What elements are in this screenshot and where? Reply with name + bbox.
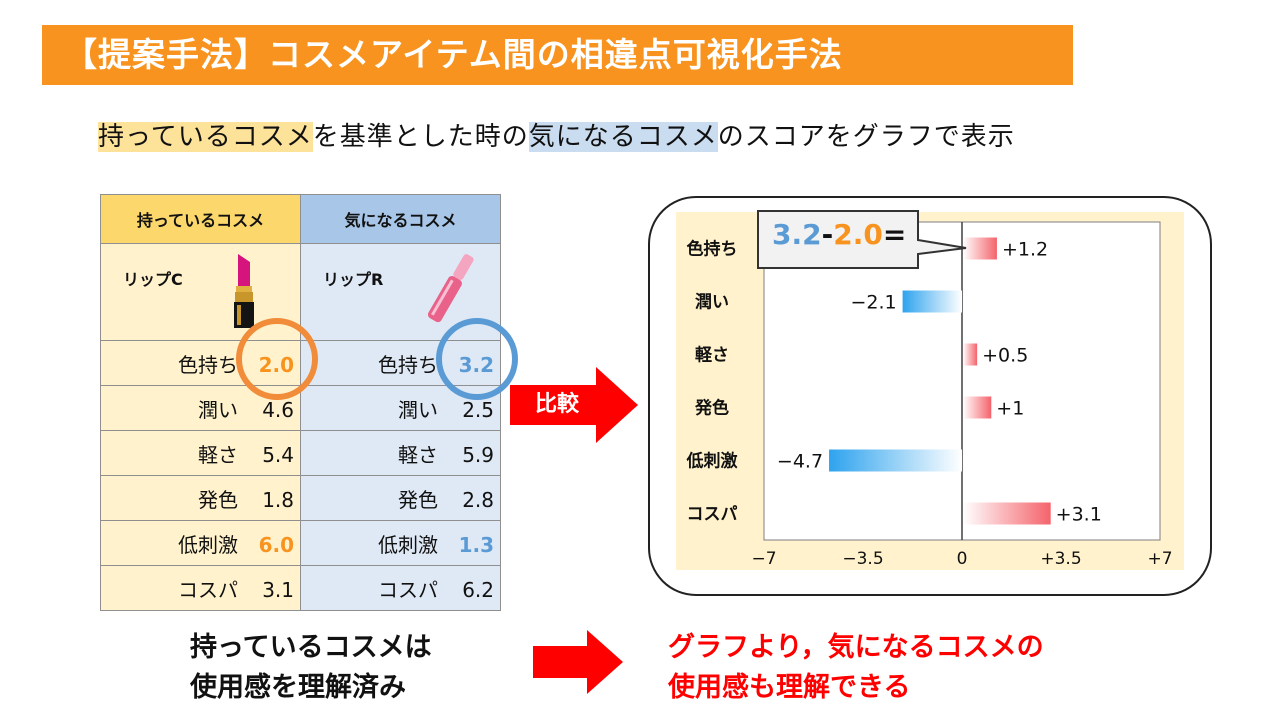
chart-bar <box>963 343 978 366</box>
comparison-table: 持っているコスメ 気になるコスメ リップC リップR <box>100 194 501 611</box>
owned-product-cell: リップC <box>100 243 301 341</box>
chart-category-label: 低刺激 <box>686 451 738 472</box>
owned-product-name: リップC <box>123 270 183 289</box>
interested-score-value: 5.9 <box>462 442 494 467</box>
owned-score-value: 5.4 <box>262 442 294 467</box>
interested-score-value: 1.3 <box>458 532 494 557</box>
subtitle: 持っているコスメを基準とした時の気になるコスメのスコアをグラフで表示 <box>98 114 1015 160</box>
interested-score-row: 色持ち 3.2 <box>300 340 501 386</box>
chart-category-label: 軽さ <box>695 345 729 366</box>
subtitle-interested-highlight: 気になるコスメ <box>528 122 718 152</box>
callout-interested-value: 3.2 <box>772 218 822 251</box>
score-label: 色持ち <box>178 352 238 377</box>
chart-category-label: コスパ <box>687 505 738 525</box>
owned-score-value: 4.6 <box>262 397 294 422</box>
score-label: コスパ <box>378 577 438 602</box>
chart-x-tick-label: +7 <box>1147 549 1172 569</box>
lip-gloss-icon <box>427 254 474 323</box>
score-label: 軽さ <box>198 442 238 467</box>
compare-label: 比較 <box>535 392 580 417</box>
chart-bar <box>963 237 997 260</box>
bottom-right-line2: 使用感も理解できる <box>668 672 911 703</box>
callout-owned-value: 2.0 <box>833 218 883 251</box>
owned-score-value: 6.0 <box>258 532 294 557</box>
bottom-left-text: 持っているコスメは 使用感を理解済み <box>190 628 432 708</box>
score-label: 低刺激 <box>178 532 238 557</box>
bottom-left-line1: 持っているコスメは <box>190 632 432 663</box>
score-label: 潤い <box>198 397 238 422</box>
interested-product-name: リップR <box>323 270 384 289</box>
callout-formula: 3.2-2.0= <box>772 220 906 250</box>
interested-score-value: 2.8 <box>462 487 494 512</box>
compare-arrow-icon <box>510 367 638 443</box>
score-label: 軽さ <box>398 442 438 467</box>
chart-x-tick-label: −7 <box>751 549 776 569</box>
chart-value-label: +3.1 <box>1056 504 1102 526</box>
chart-bar <box>902 290 962 313</box>
interested-score-row: 潤い 2.5 <box>300 385 501 431</box>
score-label: 発色 <box>198 487 238 512</box>
subtitle-part2: のスコアをグラフで表示 <box>717 122 1015 152</box>
bottom-right-line1: グラフより，気になるコスメの <box>668 632 1044 663</box>
owned-score-row: 軽さ 5.4 <box>100 430 301 476</box>
chart-bar <box>829 449 962 472</box>
chart-value-label: −4.7 <box>777 451 823 473</box>
score-label: 発色 <box>398 487 438 512</box>
conclusion-arrow-icon <box>533 630 623 694</box>
chart-value-label: −2.1 <box>850 292 896 314</box>
interested-score-value: 3.2 <box>458 352 494 377</box>
score-label: 低刺激 <box>378 532 438 557</box>
chart-value-label: +1.2 <box>1002 239 1048 261</box>
callout-box <box>757 210 967 269</box>
owned-score-value: 2.0 <box>258 352 294 377</box>
chart-category-label: 色持ち <box>687 239 738 260</box>
owned-score-row: 発色 1.8 <box>100 475 301 521</box>
subtitle-part1: を基準とした時の <box>312 122 529 152</box>
chart-value-label: +1 <box>996 398 1024 420</box>
chart-value-label: +0.5 <box>982 345 1028 367</box>
score-label: コスパ <box>178 577 238 602</box>
callout-equals: = <box>882 218 907 251</box>
chart-bar <box>963 396 992 419</box>
owned-score-row: 色持ち 2.0 <box>100 340 301 386</box>
owned-score-row: コスパ 3.1 <box>100 565 301 611</box>
owned-score-value: 3.1 <box>262 577 294 602</box>
interested-score-value: 2.5 <box>462 397 494 422</box>
interested-header: 気になるコスメ <box>300 194 501 244</box>
score-label: 潤い <box>398 397 438 422</box>
chart-bar <box>963 502 1051 525</box>
interested-score-row: 低刺激 1.3 <box>300 520 501 566</box>
bottom-left-line2: 使用感を理解済み <box>190 672 406 703</box>
chart-x-tick-label: −3.5 <box>842 549 883 569</box>
subtitle-owned-highlight: 持っているコスメ <box>98 122 313 152</box>
interested-score-value: 6.2 <box>462 577 494 602</box>
owned-header: 持っているコスメ <box>100 194 301 244</box>
owned-score-row: 潤い 4.6 <box>100 385 301 431</box>
owned-score-value: 1.8 <box>262 487 294 512</box>
score-label: 色持ち <box>378 352 438 377</box>
chart-category-label: 潤い <box>695 293 729 313</box>
chart-x-tick-label: 0 <box>957 549 968 569</box>
interested-product-cell: リップR <box>300 243 501 341</box>
chart-x-tick-label: +3.5 <box>1040 549 1081 569</box>
bottom-right-text: グラフより，気になるコスメの 使用感も理解できる <box>668 628 1044 708</box>
chart-category-label: 発色 <box>694 398 729 419</box>
title-banner: 【提案手法】コスメアイテム間の相違点可視化手法 <box>42 25 1073 85</box>
interested-score-row: コスパ 6.2 <box>300 565 501 611</box>
callout-minus: - <box>821 218 834 251</box>
interested-score-row: 発色 2.8 <box>300 475 501 521</box>
